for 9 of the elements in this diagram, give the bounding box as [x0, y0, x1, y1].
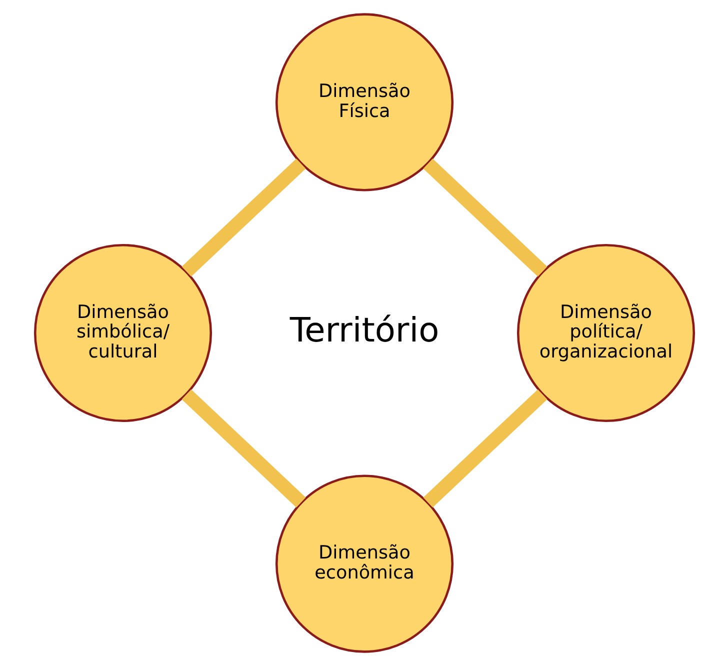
node-circle: Dimensão Física	[274, 13, 454, 192]
node-circle: Dimensão econômica	[274, 474, 454, 653]
connector	[181, 158, 306, 277]
connector	[181, 389, 306, 508]
node-circle: Dimensão política/ organizacional	[516, 244, 695, 422]
label: Território	[289, 310, 439, 350]
connector	[422, 389, 547, 508]
node-circle: Dimensão simbólica/ cultural	[33, 244, 212, 422]
connector	[422, 158, 547, 277]
